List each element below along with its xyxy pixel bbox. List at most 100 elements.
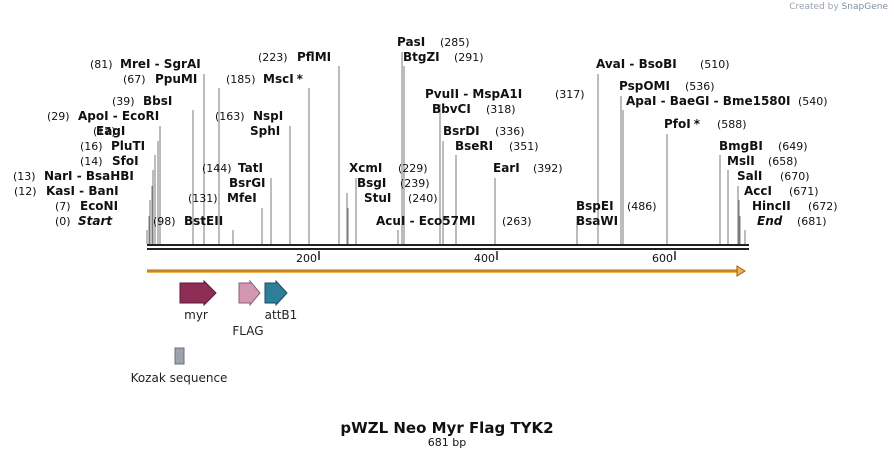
- enzyme-site-position: (486): [627, 200, 657, 213]
- enzyme-site-position: (285): [440, 36, 470, 49]
- enzyme-label: MreI - SgrAI: [120, 57, 201, 71]
- enzyme-label: AccI: [744, 184, 772, 198]
- enzyme-site-position: (229): [398, 162, 428, 175]
- feature-label: FLAG: [232, 324, 263, 338]
- axis-tick-label: 600: [652, 252, 673, 265]
- enzyme-site-position: (223): [258, 51, 288, 64]
- axis-tick-label: 400: [474, 252, 495, 265]
- enzyme-site-position: (7): [55, 200, 71, 213]
- enzyme-site-position: (336): [495, 125, 525, 138]
- enzyme-site-position: (670): [780, 170, 810, 183]
- enzyme-site-position: (658): [768, 155, 798, 168]
- map-length: 681 bp: [427, 436, 467, 449]
- enzyme-label: MscI: [263, 72, 294, 86]
- enzyme-label: KasI - BanI: [46, 184, 119, 198]
- enzyme-site-position: (317): [555, 88, 585, 101]
- enzyme-label: TatI: [238, 161, 263, 175]
- enzyme-site-position: (291): [454, 51, 484, 64]
- enzyme-star-marker: *: [694, 117, 701, 131]
- enzyme-label: ApoI - EcoRI: [78, 109, 159, 123]
- enzyme-label: SalI: [737, 169, 762, 183]
- enzyme-site-position: (351): [509, 140, 539, 153]
- enzyme-star-marker: *: [297, 72, 304, 86]
- enzyme-site-position: (131): [188, 192, 218, 205]
- enzyme-label: BsrDI: [443, 124, 480, 138]
- enzyme-label: PasI: [397, 35, 425, 49]
- enzyme-label: EarI: [493, 161, 520, 175]
- feature-label: myr: [184, 308, 208, 322]
- enzyme-label: NarI - BsaHBI: [44, 169, 134, 183]
- enzyme-label: MslI: [727, 154, 755, 168]
- feature-attb1-arrow: [264, 279, 288, 307]
- enzyme-label: AvaI - BsoBI: [596, 57, 677, 71]
- enzyme-site-position: (672): [808, 200, 838, 213]
- enzyme-site-position: (185): [226, 73, 256, 86]
- enzyme-site-position: (588): [717, 118, 747, 131]
- enzyme-label: AcuI - Eco57MI: [376, 214, 475, 228]
- orf-arrowhead: [736, 265, 746, 277]
- enzyme-site-position: (0): [55, 215, 71, 228]
- enzyme-label: SphI: [250, 124, 280, 138]
- enzyme-label: EcoNI: [80, 199, 118, 213]
- enzyme-label: BspEI: [576, 199, 614, 213]
- enzyme-label: End: [757, 214, 783, 228]
- enzyme-label: Start: [78, 214, 113, 228]
- enzyme-site-position: (671): [789, 185, 819, 198]
- enzyme-label: BstEII: [184, 214, 223, 228]
- enzyme-site-position: (649): [778, 140, 808, 153]
- enzyme-site-position: (681): [797, 215, 827, 228]
- feature-kozak-box: [174, 347, 185, 365]
- enzyme-label: ApaI - BaeGI - Bme1580I: [626, 94, 790, 108]
- enzyme-label: EagI: [96, 124, 125, 138]
- snapgene-logo: SnapGene: [841, 2, 888, 12]
- feature-flag-arrow: [238, 279, 261, 307]
- enzyme-site-position: (144): [202, 162, 232, 175]
- enzyme-label: PfoI: [664, 117, 691, 131]
- enzyme-site-position: (239): [400, 177, 430, 190]
- enzyme-label: PspOMI: [619, 79, 670, 93]
- enzyme-label: BbsI: [143, 94, 172, 108]
- enzyme-label: HincII: [752, 199, 791, 213]
- snapgene-credit: Created by SnapGene: [789, 2, 888, 12]
- enzyme-site-position: (98): [153, 215, 176, 228]
- enzyme-label: BbvCI: [432, 102, 471, 116]
- enzyme-site-position: (17): [93, 125, 116, 138]
- enzyme-label: BsrGI: [229, 176, 266, 190]
- enzyme-site-position: (318): [486, 103, 516, 116]
- enzyme-label: PvuII - MspA1I: [425, 87, 522, 101]
- enzyme-label: BsgI: [357, 176, 386, 190]
- enzyme-label: PluTI: [111, 139, 145, 153]
- enzyme-label: BtgZI: [403, 50, 440, 64]
- enzyme-label: PpuMI: [155, 72, 197, 86]
- feature-label: attB1: [265, 308, 298, 322]
- enzyme-label: BseRI: [455, 139, 493, 153]
- enzyme-site-position: (13): [13, 170, 36, 183]
- enzyme-label: XcmI: [349, 161, 382, 175]
- enzyme-label: BsaWI: [576, 214, 618, 228]
- enzyme-site-position: (163): [215, 110, 245, 123]
- enzyme-site-position: (29): [47, 110, 70, 123]
- enzyme-label: BmgBI: [719, 139, 763, 153]
- enzyme-site-position: (67): [123, 73, 146, 86]
- enzyme-site-position: (16): [80, 140, 103, 153]
- axis-tick-label: 200: [296, 252, 317, 265]
- feature-myr-arrow: [179, 279, 217, 307]
- enzyme-label: NspI: [253, 109, 283, 123]
- enzyme-site-position: (392): [533, 162, 563, 175]
- enzyme-site-position: (510): [700, 58, 730, 71]
- enzyme-label: MfeI: [227, 191, 257, 205]
- enzyme-label: PflMI: [297, 50, 331, 64]
- enzyme-site-position: (240): [408, 192, 438, 205]
- enzyme-site-position: (39): [112, 95, 135, 108]
- enzyme-site-position: (263): [502, 215, 532, 228]
- enzyme-label: SfoI: [112, 154, 139, 168]
- map-title: pWZL Neo Myr Flag TYK2: [340, 419, 554, 437]
- enzyme-label: StuI: [364, 191, 391, 205]
- enzyme-site-position: (81): [90, 58, 113, 71]
- enzyme-site-position: (12): [14, 185, 37, 198]
- feature-label: Kozak sequence: [131, 371, 228, 385]
- enzyme-site-position: (540): [798, 95, 828, 108]
- enzyme-site-position: (14): [80, 155, 103, 168]
- enzyme-site-position: (536): [685, 80, 715, 93]
